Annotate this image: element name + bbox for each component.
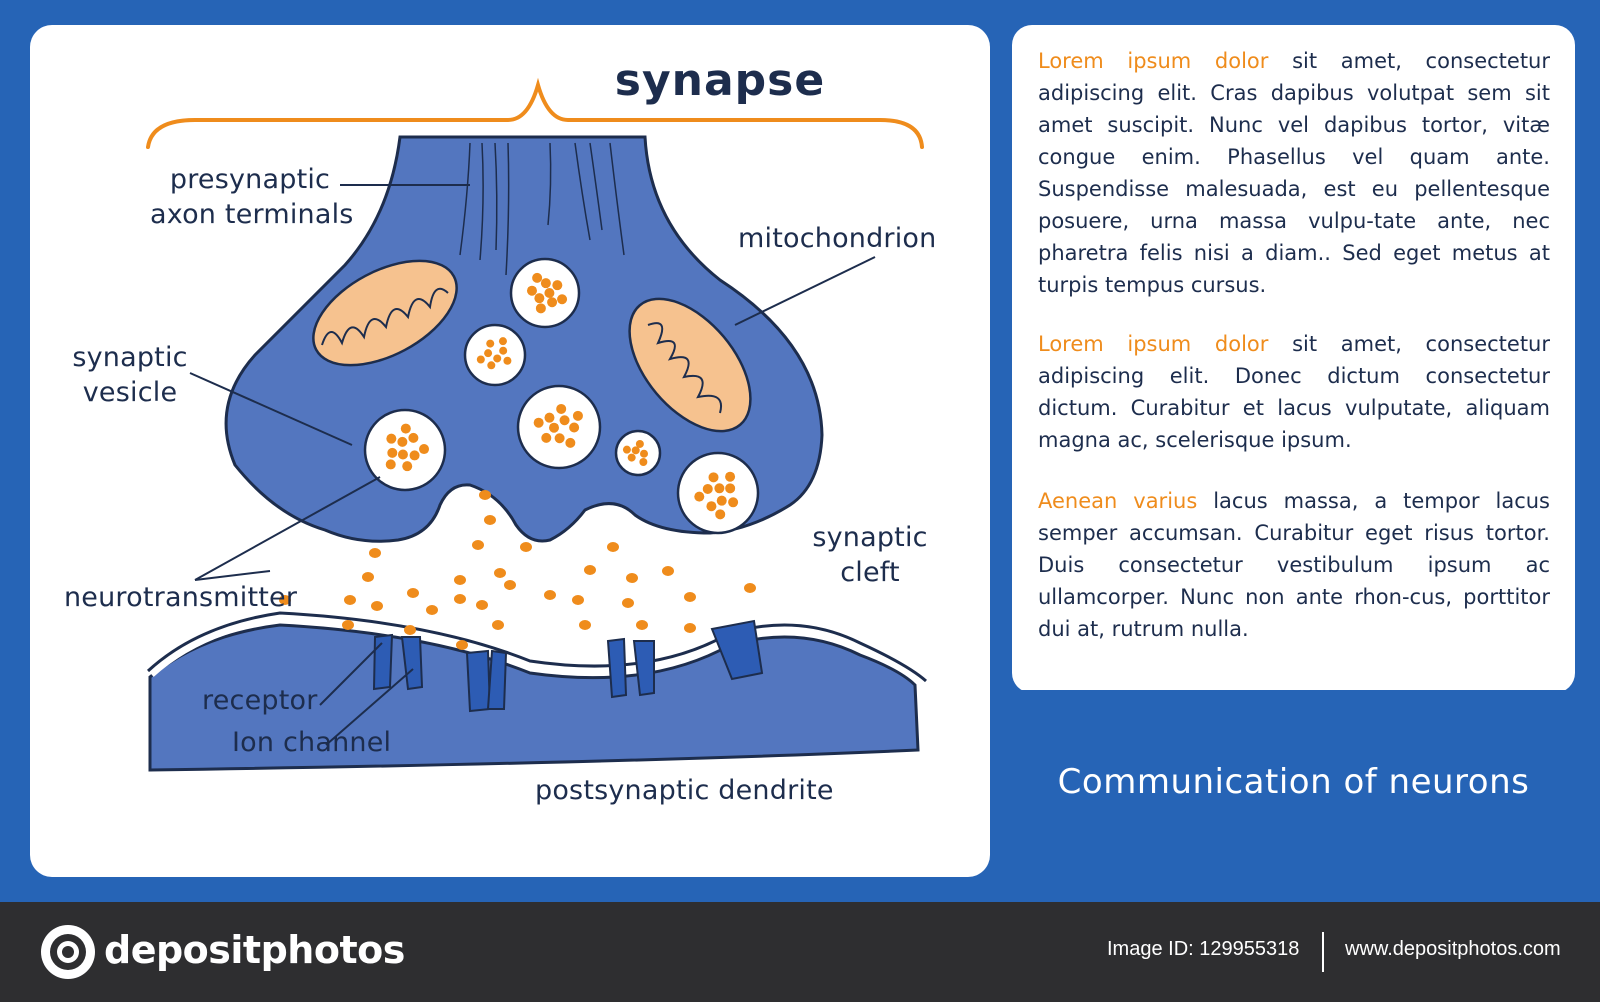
label-presynaptic-line1: presynaptic <box>169 164 331 195</box>
neurotransmitter-molecule <box>479 490 491 500</box>
neurotransmitter-molecule <box>579 620 591 630</box>
paragraph-2: Lorem ipsum dolor sit amet, consectetur … <box>1038 328 1550 456</box>
receptor-1 <box>372 633 394 691</box>
receptor-4 <box>632 640 655 697</box>
description-panel: Lorem ipsum dolor sit amet, consectetur … <box>1012 25 1575 693</box>
neurotransmitter-molecule <box>371 601 383 611</box>
receptors <box>372 619 764 713</box>
neurotransmitter-molecule <box>584 565 596 575</box>
label-synaptic-cleft: synaptic cleft <box>805 520 935 590</box>
neurotransmitter-molecule <box>544 590 556 600</box>
neurotransmitter-molecule <box>484 515 496 525</box>
paragraph-2-highlight: Lorem ipsum dolor <box>1038 332 1269 356</box>
neurotransmitter-molecule <box>472 540 484 550</box>
neurotransmitter-molecule <box>684 623 696 633</box>
neurotransmitter-molecule <box>636 620 648 630</box>
footer-bar: depositphotos Image ID: 129955318 www.de… <box>0 902 1600 1002</box>
neurotransmitter-molecule <box>454 575 466 585</box>
presynaptic-membrane <box>215 136 833 551</box>
label-receptor: receptor <box>202 685 318 716</box>
neurotransmitter-molecule <box>404 625 416 635</box>
diagram-title: synapse <box>614 55 826 106</box>
paragraph-3: Aenean varius lacus massa, a tempor lacu… <box>1038 485 1550 645</box>
synaptic-vesicle <box>614 429 662 477</box>
label-neurotransmitter: neurotransmitter <box>64 582 298 613</box>
neurotransmitter-molecule <box>344 595 356 605</box>
image-id: Image ID: 129955318 <box>1107 938 1300 960</box>
neurotransmitter-molecule <box>684 592 696 602</box>
main-area: synapse presynaptic axon terminals mitoc… <box>30 25 1575 880</box>
label-ion-channel: Ion channel <box>232 727 392 758</box>
label-synaptic-vesicle: synaptic vesicle <box>70 340 190 410</box>
neurotransmitter-molecule <box>520 542 532 552</box>
leader-lines <box>189 184 876 746</box>
synaptic-vesicle <box>509 257 581 329</box>
paragraph-1: Lorem ipsum dolor sit amet, consectetur … <box>1038 45 1550 301</box>
neurotransmitter-molecule <box>622 598 634 608</box>
label-mitochondrion: mitochondrion <box>738 223 937 254</box>
neurotransmitter-molecule <box>476 600 488 610</box>
neurotransmitter-molecule <box>626 573 638 583</box>
receptor-3 <box>606 637 628 699</box>
label-presynaptic-axon-terminals: presynaptic axon terminals <box>150 162 354 232</box>
synaptic-vesicle <box>463 323 527 387</box>
label-presynaptic-line2: axon terminals <box>150 199 354 230</box>
label-postsynaptic-dendrite: postsynaptic dendrite <box>535 775 834 806</box>
neurotransmitter-molecule <box>279 595 291 605</box>
neurotransmitter-molecule <box>504 580 516 590</box>
footer-divider <box>1322 932 1324 972</box>
caption-panel: Communication of neurons <box>1012 690 1575 880</box>
neurotransmitter-molecule <box>662 566 674 576</box>
postsynaptic-membrane <box>150 616 924 687</box>
synaptic-vesicle <box>363 408 447 492</box>
neurotransmitter-molecule <box>426 605 438 615</box>
synaptic-vesicle <box>676 451 760 535</box>
site-url[interactable]: www.depositphotos.com <box>1345 938 1561 960</box>
neurotransmitter-molecules <box>279 490 756 650</box>
neurotransmitter-molecule <box>494 568 506 578</box>
camera-logo-icon <box>41 925 95 979</box>
neurotransmitter-molecule <box>369 548 381 558</box>
paragraph-1-highlight: Lorem ipsum dolor <box>1038 49 1269 73</box>
neurotransmitter-molecule <box>407 588 419 598</box>
caption-title: Communication of neurons <box>1057 762 1530 802</box>
synapse-brace <box>146 77 924 149</box>
paragraph-1-body: sit amet, consectetur adipiscing elit. C… <box>1038 49 1550 297</box>
synapse-diagram-panel: synapse presynaptic axon terminals mitoc… <box>30 25 990 877</box>
neurotransmitter-molecule <box>744 583 756 593</box>
label-vesicle-line2: vesicle <box>82 377 178 408</box>
ion-channel-2 <box>486 649 508 710</box>
neurotransmitter-molecule <box>342 620 354 630</box>
label-vesicle-line1: synaptic <box>72 342 188 373</box>
neurotransmitter-molecule <box>572 595 584 605</box>
receptor-5 <box>710 619 764 681</box>
synapse-diagram <box>146 77 927 772</box>
axon-fibers <box>459 142 625 276</box>
paragraph-3-highlight: Aenean varius <box>1038 489 1198 513</box>
mitochondrion-right <box>628 297 752 433</box>
postsynaptic-outline <box>146 611 927 683</box>
mitochondrion-left <box>312 259 458 367</box>
ion-channel-1 <box>465 649 492 713</box>
logo-text: depositphotos <box>104 928 405 972</box>
neurotransmitter-molecule <box>607 542 619 552</box>
label-cleft-line2: cleft <box>840 557 900 588</box>
paragraph-2-body: sit amet, consectetur adipiscing elit. D… <box>1038 332 1550 452</box>
neurotransmitter-molecule <box>362 572 374 582</box>
synaptic-vesicle <box>516 384 602 470</box>
receptor-2 <box>400 636 424 691</box>
synaptic-vesicles <box>363 257 760 535</box>
label-cleft-line1: synaptic <box>812 522 928 553</box>
paragraph-3-body: lacus massa, a tempor lacus semper accum… <box>1038 489 1551 641</box>
neurotransmitter-molecule <box>456 640 468 650</box>
neurotransmitter-molecule <box>454 594 466 604</box>
neurotransmitter-molecule <box>492 620 504 630</box>
